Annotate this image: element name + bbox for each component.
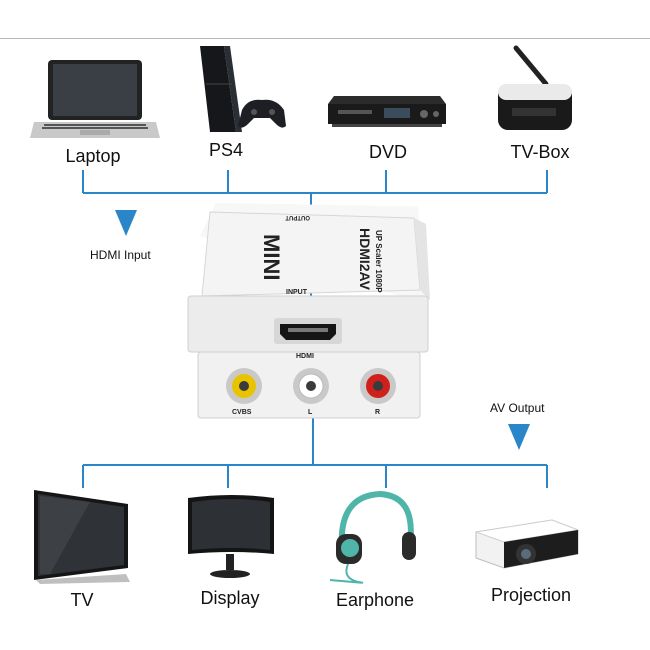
hdmi-input-arrow (115, 210, 137, 236)
monitor-icon (188, 495, 274, 578)
headphones-icon (329, 490, 416, 584)
laptop-icon (30, 60, 160, 138)
port-label-r: R (375, 409, 380, 416)
converter-output-text: OUTPUT (285, 214, 310, 220)
dvd-player-icon (328, 96, 446, 127)
ps4-icon (200, 46, 286, 132)
projector-icon (475, 519, 580, 569)
av-output-label: AV Output (490, 401, 545, 415)
rca-port-right (360, 368, 396, 404)
input-label-dvd: DVD (368, 142, 407, 162)
output-label-display: Display (200, 588, 260, 608)
output-label-tv: TV (70, 590, 94, 610)
port-label-l: L (308, 409, 313, 416)
hdmi2av-converter: MINI HDMI2AV UP Scaler 1080P OUTPUT INPU… (180, 200, 440, 427)
tv-icon (34, 490, 130, 584)
input-label-ps4: PS4 (208, 140, 244, 160)
hdmi-input-label: HDMI Input (90, 248, 151, 262)
output-label-projection: Projection (490, 585, 572, 605)
projector (474, 514, 580, 579)
input-label-laptop: Laptop (65, 146, 121, 166)
av-output-arrow (508, 424, 530, 450)
rca-port-left (293, 368, 329, 404)
tv-box-icon (498, 45, 572, 130)
converter-subtitle: UP Scaler 1080P (374, 230, 383, 293)
display (184, 490, 278, 587)
converter-input-text: INPUT (286, 289, 308, 296)
port-label-cvbs: CVBS (232, 409, 252, 416)
rca-port-cvbs (226, 368, 262, 404)
ps4 (192, 44, 290, 141)
converter-brand: MINI (259, 234, 284, 280)
dvd-player (328, 94, 446, 135)
input-label-tv-box: TV-Box (510, 142, 570, 162)
output-label-earphone: Earphone (335, 590, 415, 610)
top-divider (0, 38, 650, 39)
hdmi-port (274, 318, 342, 344)
tv (30, 488, 134, 589)
laptop (30, 58, 160, 149)
converter-model: HDMI2AV (357, 228, 373, 291)
converter-hdmi-text: HDMI (296, 353, 314, 360)
earphone (318, 488, 418, 589)
tv-box (494, 44, 576, 141)
